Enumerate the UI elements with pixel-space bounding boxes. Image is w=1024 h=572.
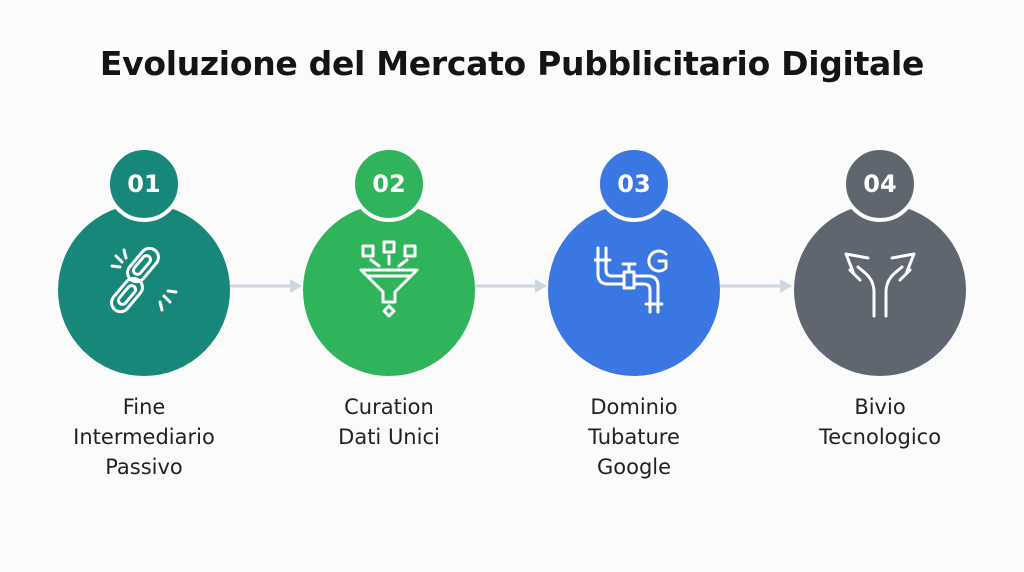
step-3: 03 Dominio Tubature Google (514, 146, 754, 490)
step-2-number-badge: 02 (351, 146, 427, 222)
step-4-label-line: Bivio (854, 395, 906, 419)
step-1-label: Fine Intermediario Passivo (24, 392, 264, 482)
connector-arrow-3 (720, 279, 792, 293)
step-3-label: Dominio Tubature Google (514, 392, 754, 482)
step-4-circle (794, 204, 966, 376)
page-title: Evoluzione del Mercato Pubblicitario Dig… (99, 44, 925, 83)
step-3-circle (548, 204, 720, 376)
step-3-label-line: Dominio (590, 395, 678, 419)
google-pipes-icon (594, 246, 668, 314)
step-2-label: Curation Dati Unici (269, 392, 509, 452)
step-2: 02 Curation Dati Unici (269, 146, 509, 490)
step-3-number-badge: 03 (596, 146, 672, 222)
step-1-circle (58, 204, 230, 376)
step-2-label-line: Dati Unici (338, 425, 440, 449)
step-1: 01 Fine Intermediario Passivo (24, 146, 264, 490)
step-1-label-line: Passivo (105, 455, 183, 479)
fork-arrows-icon (844, 252, 916, 318)
step-1-label-line: Intermediario (73, 425, 215, 449)
connector-arrow-2 (475, 279, 547, 293)
step-4-number-badge: 04 (842, 146, 918, 222)
data-funnel-icon (359, 240, 419, 318)
step-2-label-line: Curation (344, 395, 434, 419)
step-1-number-badge: 01 (106, 146, 182, 222)
step-4: 04 Bivio Tecnologico (760, 146, 1000, 490)
connector-arrow-1 (230, 279, 302, 293)
step-3-label-line: Tubature (588, 425, 680, 449)
step-4-label: Bivio Tecnologico (760, 392, 1000, 452)
step-2-circle (303, 204, 475, 376)
step-3-label-line: Google (596, 455, 672, 479)
broken-chain-icon (110, 246, 178, 314)
step-1-label-line: Fine (122, 395, 166, 419)
step-4-label-line: Tecnologico (818, 425, 942, 449)
